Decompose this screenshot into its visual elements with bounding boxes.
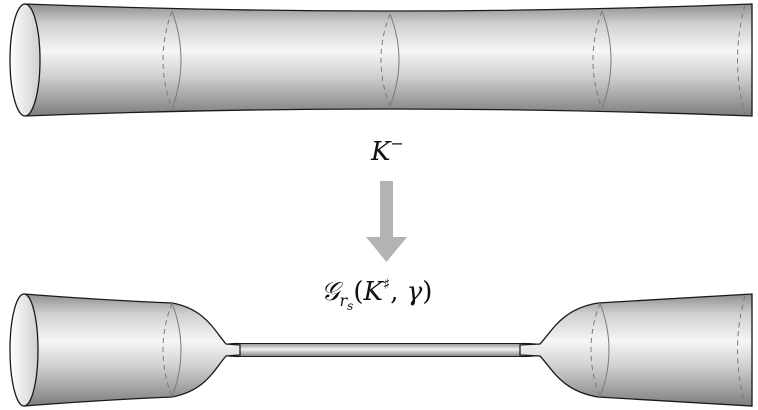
- down-arrow: [366, 181, 407, 262]
- top-tube-body: [24, 3, 753, 117]
- top-tube: [9, 3, 753, 117]
- top-tube-seams: [162, 4, 746, 116]
- bottom-label: 𝒢rs(K♯, γ): [321, 275, 432, 313]
- bottom-tube-seams: [162, 295, 746, 405]
- bottom-tube: [9, 293, 753, 407]
- top-label: K−: [370, 134, 404, 167]
- top-tube-left-opening: [9, 3, 41, 117]
- down-arrow-shaft: [380, 181, 393, 237]
- bottom-tube-neck: [211, 342, 553, 358]
- bottom-tube-left-bulb: [23, 293, 241, 407]
- down-arrow-head: [366, 237, 407, 262]
- bottom-tube-right-bulb: [519, 293, 753, 407]
- bottom-tube-left-opening: [9, 293, 39, 407]
